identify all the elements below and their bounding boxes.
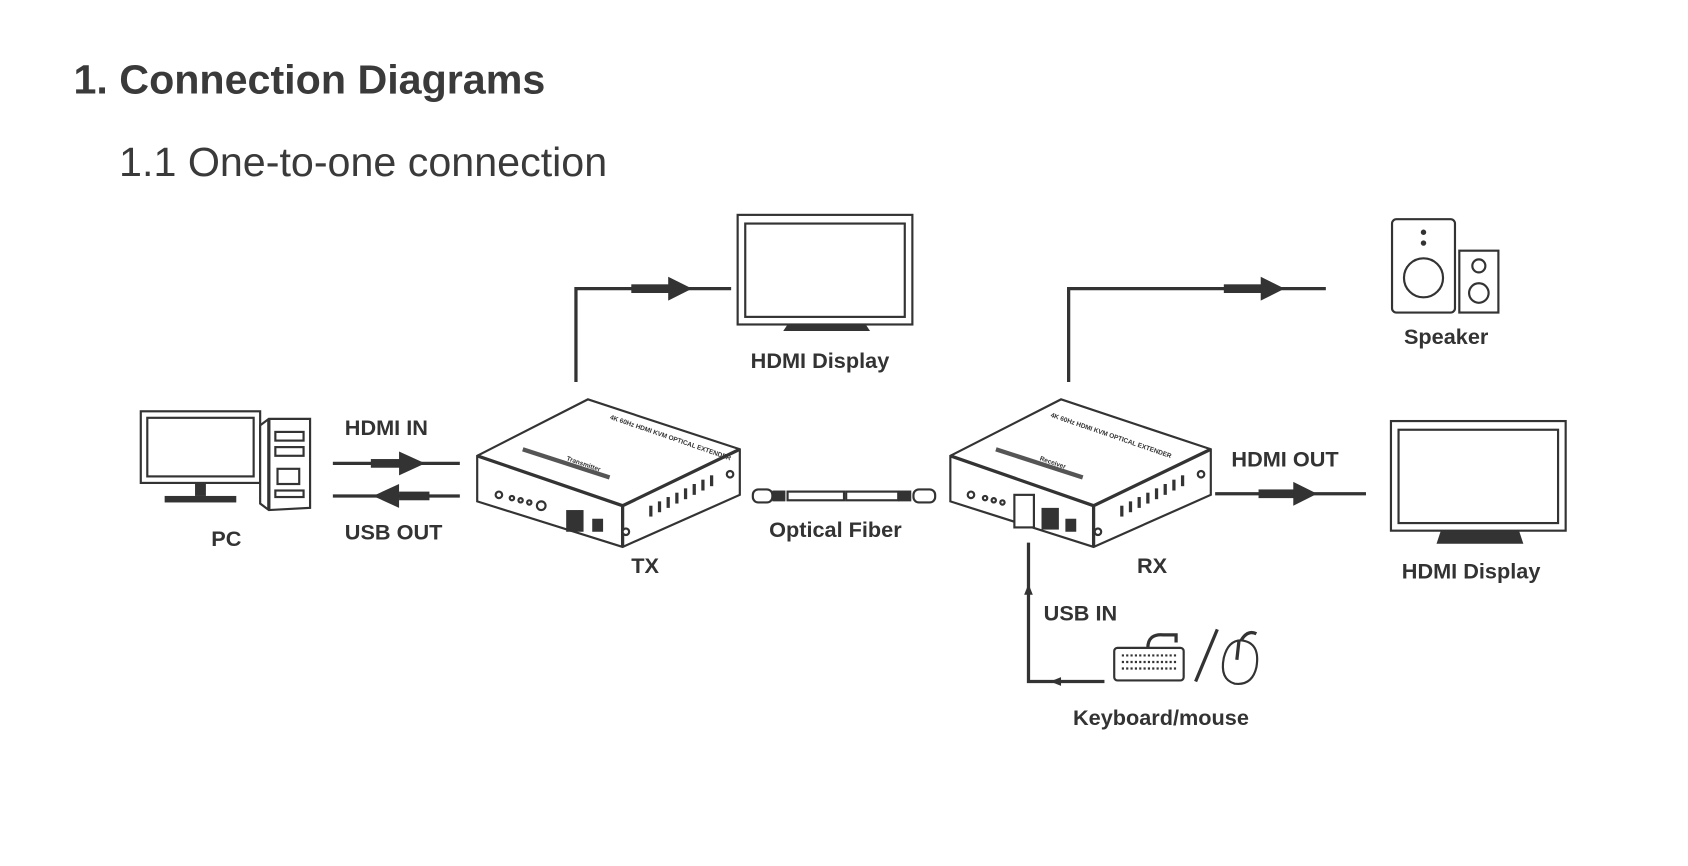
pc-icon bbox=[139, 410, 312, 512]
slash-separator bbox=[1194, 628, 1219, 683]
speaker-icon bbox=[1390, 218, 1500, 314]
hdmi-in-label: HDMI IN bbox=[345, 415, 428, 440]
rx-hdmi-display-label: HDMI Display bbox=[1402, 558, 1541, 583]
pc-label: PC bbox=[211, 526, 241, 551]
audio-out-cable bbox=[1067, 276, 1326, 382]
rx-device: 4K 60Hz HDMI KVM OPTICAL EXTENDER Receiv… bbox=[949, 398, 1212, 549]
rx-label: RX bbox=[1137, 553, 1168, 578]
usb-in-label: USB IN bbox=[1044, 601, 1118, 626]
keyboard-mouse-label: Keyboard/mouse bbox=[1073, 705, 1249, 730]
tx-hdmi-out-cable bbox=[574, 276, 732, 382]
optical-fiber-label: Optical Fiber bbox=[769, 517, 902, 542]
hdmi-in-cable bbox=[332, 451, 460, 476]
tx-label: TX bbox=[631, 553, 659, 578]
usb-out-cable bbox=[332, 484, 460, 508]
tx-hdmi-display-label: HDMI Display bbox=[751, 348, 890, 373]
hdmi-display-icon bbox=[736, 213, 914, 331]
rx-hdmi-display-icon bbox=[1389, 419, 1567, 544]
tx-device: 4K 60Hz HDMI KVM OPTICAL EXTENDER Transm… bbox=[476, 398, 741, 549]
hdmi-out-cable bbox=[1215, 481, 1366, 506]
usb-in-cable bbox=[1024, 542, 1105, 686]
usb-out-label: USB OUT bbox=[345, 519, 443, 544]
mouse-icon bbox=[1221, 630, 1259, 685]
speaker-label: Speaker bbox=[1404, 324, 1489, 349]
hdmi-out-label: HDMI OUT bbox=[1231, 447, 1339, 472]
optical-fiber-cable bbox=[751, 488, 937, 504]
page-title: 1. Connection Diagrams bbox=[73, 56, 545, 102]
section-subtitle: 1.1 One-to-one connection bbox=[119, 139, 607, 185]
keyboard-icon bbox=[1113, 633, 1185, 682]
